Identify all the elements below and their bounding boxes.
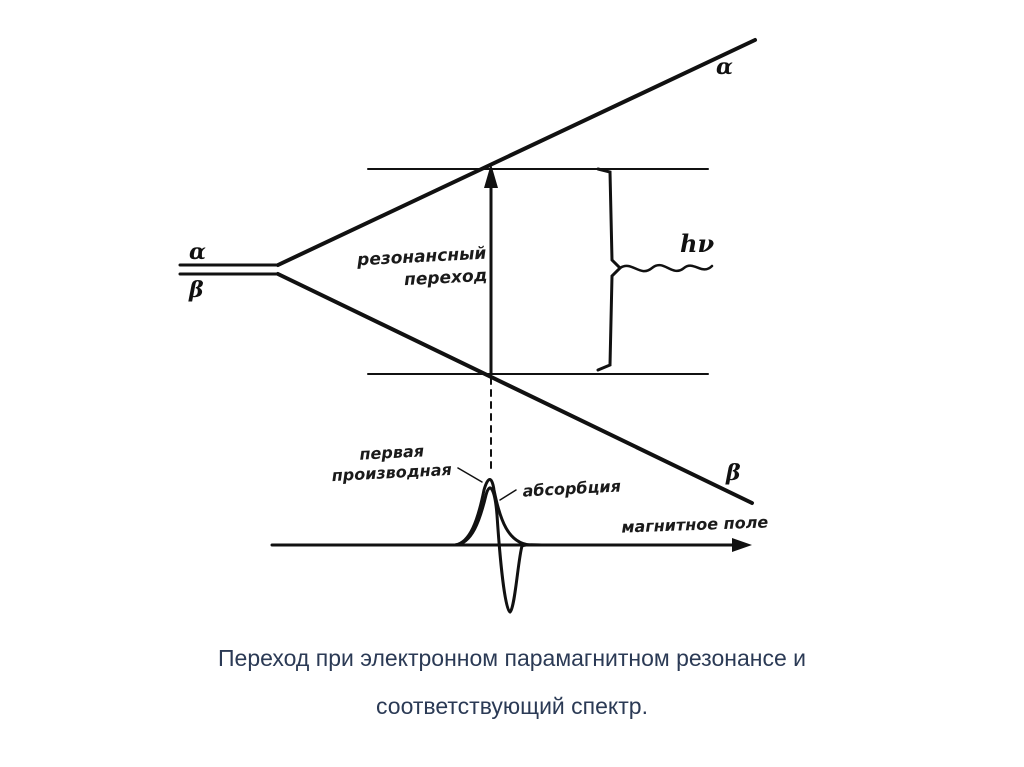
photon-wave bbox=[618, 263, 714, 273]
resonant-transition-label-2: переход bbox=[404, 266, 488, 290]
first-derivative-label-2: производная bbox=[331, 460, 452, 485]
first-derivative-curve bbox=[453, 486, 547, 614]
alpha-left-label: α bbox=[189, 239, 206, 265]
energy-bracket bbox=[596, 167, 623, 372]
derivative-leader bbox=[457, 467, 483, 483]
caption-line-2: соответствующий спектр. bbox=[376, 693, 648, 719]
transition-arrowhead bbox=[484, 164, 498, 188]
epr-energy-diagram: α β α β резонансный переход hν первая пр… bbox=[178, 38, 769, 614]
beta-level-line bbox=[276, 272, 754, 505]
field-axis-arrowhead bbox=[732, 538, 752, 552]
magnetic-field-label: магнитное поле bbox=[621, 512, 769, 536]
alpha-level-line bbox=[276, 38, 757, 267]
beta-right-label: β bbox=[725, 460, 741, 486]
absorption-leader bbox=[499, 489, 517, 501]
first-derivative-label-1: первая bbox=[359, 441, 424, 463]
beta-left-label: β bbox=[188, 277, 204, 303]
caption-line-1: Переход при электронном парамагнитном ре… bbox=[218, 645, 806, 671]
photon-energy-label: hν bbox=[680, 229, 714, 258]
alpha-right-label: α bbox=[716, 54, 733, 80]
absorption-label: абсорбция bbox=[522, 476, 621, 500]
absorption-curve bbox=[453, 478, 532, 547]
